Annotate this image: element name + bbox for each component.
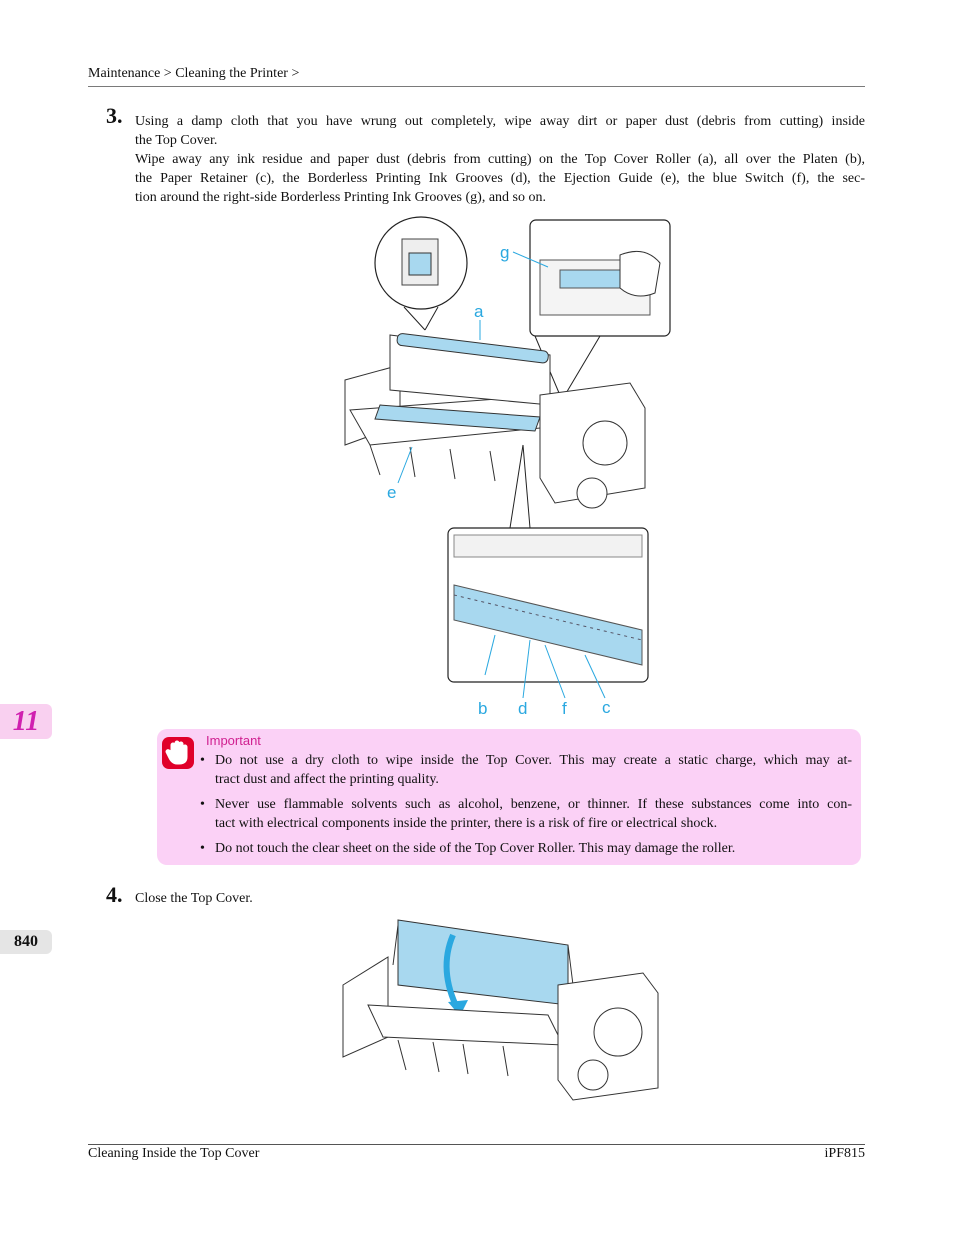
chapter-tab[interactable]: 11 [0, 704, 52, 739]
step-3-line: the Paper Retainer (c), the Borderless P… [135, 171, 865, 186]
step-4-number: 4. [106, 882, 123, 907]
important-item-line: Do not use a dry cloth to wipe inside th… [215, 753, 852, 768]
hand-stop-icon [162, 737, 194, 769]
important-box [157, 729, 861, 865]
callout-d: d [518, 699, 528, 718]
step-3-text: Using a damp cloth that you have wrung o… [135, 112, 865, 207]
important-item-line: tract dust and affect the printing quali… [215, 772, 439, 787]
important-item: • Never use flammable solvents such as a… [200, 795, 852, 833]
callout-g: g [500, 243, 510, 262]
callout-f: f [562, 699, 567, 718]
close-cover-figure [342, 919, 659, 1101]
footer-rule [88, 1144, 865, 1145]
bullet-icon: • [200, 797, 205, 812]
callout-e: e [387, 483, 397, 502]
footer-section-title: Cleaning Inside the Top Cover [88, 1146, 260, 1161]
important-item-line: tact with electrical components inside t… [215, 816, 718, 831]
important-item: • Do not touch the clear sheet on the si… [200, 839, 852, 858]
breadcrumb: Maintenance > Cleaning the Printer > [88, 66, 300, 81]
callout-a: a [474, 302, 484, 321]
header-rule [88, 86, 865, 87]
important-item-line: Do not touch the clear sheet on the side… [215, 841, 736, 856]
bullet-icon: • [200, 841, 205, 856]
important-item: • Do not use a dry cloth to wipe inside … [200, 751, 852, 789]
step-3-number: 3. [106, 103, 123, 128]
page-number: 840 [0, 930, 52, 954]
step-3-line: the Top Cover. [135, 133, 218, 148]
step-3-line: tion around the right-side Borderless Pr… [135, 190, 546, 205]
step-4-text: Close the Top Cover. [135, 891, 253, 906]
bullet-icon: • [200, 753, 205, 768]
footer-model: iPF815 [824, 1146, 865, 1161]
callout-b: b [478, 699, 488, 718]
step-3-line: Using a damp cloth that you have wrung o… [135, 114, 865, 129]
callout-c: c [602, 698, 611, 717]
important-title: Important [206, 733, 261, 748]
cleaning-figure [344, 216, 671, 699]
step-3-line: Wipe away any ink residue and paper dust… [135, 152, 865, 167]
important-item-line: Never use flammable solvents such as alc… [215, 797, 852, 812]
